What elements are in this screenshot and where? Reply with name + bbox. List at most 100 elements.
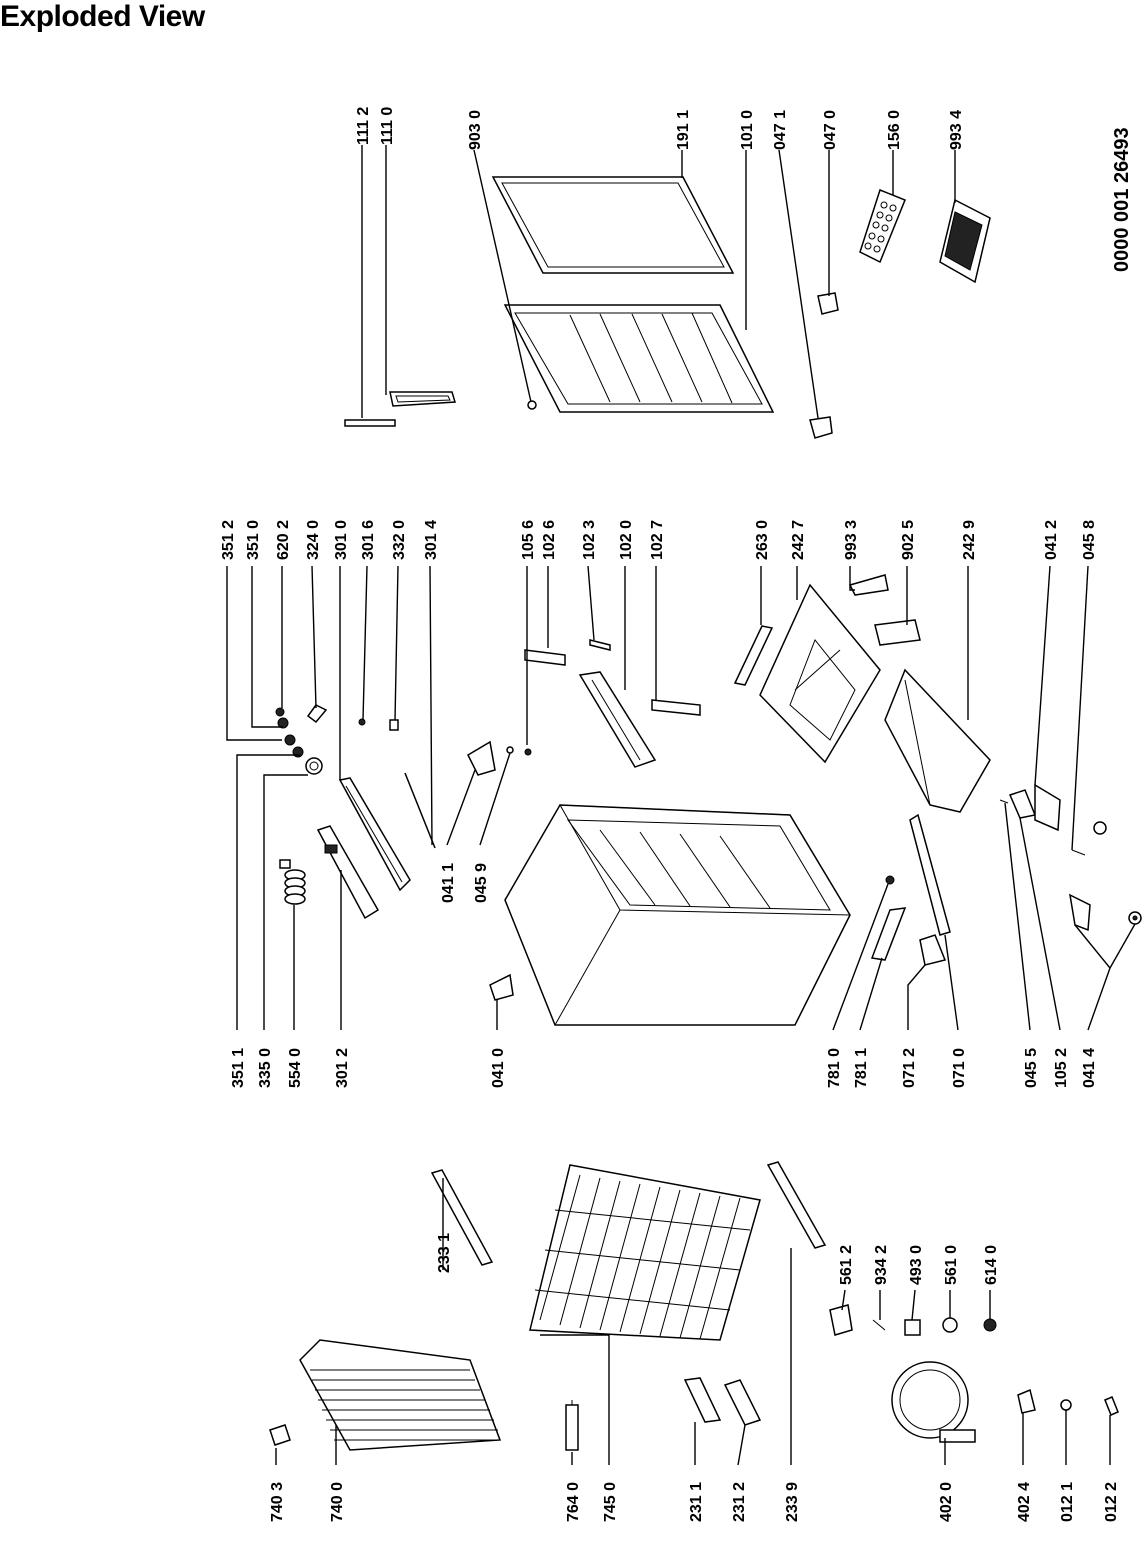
part-label: 191 1 — [675, 110, 692, 150]
door-gasket-part — [491, 176, 735, 274]
part-label: 041 4 — [1081, 1048, 1098, 1088]
part-label: 402 4 — [1016, 1482, 1033, 1522]
part-label: 045 9 — [473, 863, 490, 903]
part-label: 231 1 — [688, 1482, 705, 1522]
part-label: 993 4 — [948, 110, 965, 150]
part-label: 242 7 — [790, 520, 807, 560]
part-label: 301 0 — [333, 520, 350, 560]
leader-lines — [226, 145, 1136, 1466]
part-label: 324 0 — [305, 520, 322, 560]
part-label: 740 0 — [329, 1482, 346, 1522]
tray-rail-part — [766, 1161, 827, 1249]
part-label: 071 0 — [951, 1048, 968, 1088]
door-hinge-part — [809, 416, 833, 439]
vent-grille-part — [870, 875, 907, 961]
part-label: 781 1 — [853, 1048, 870, 1088]
filter-drier-part — [565, 1400, 579, 1451]
part-label: 781 0 — [826, 1048, 843, 1088]
compressor-part — [891, 1361, 976, 1443]
part-label: 493 0 — [908, 1245, 925, 1285]
part-label: 745 0 — [602, 1482, 619, 1522]
washer-part — [1104, 1396, 1119, 1416]
handle-part — [389, 391, 456, 407]
door-hinge-cap-part — [817, 292, 839, 315]
hinge-upper-part — [467, 740, 496, 776]
part-label: 301 4 — [423, 520, 440, 560]
part-label: 934 2 — [873, 1245, 890, 1285]
part-label: 740 3 — [269, 1482, 286, 1522]
part-label: 101 0 — [739, 110, 756, 150]
lamp-part — [306, 704, 328, 724]
part-label: 156 0 — [886, 110, 903, 150]
part-label: 045 5 — [1023, 1048, 1040, 1088]
capacitor-part — [983, 1318, 997, 1332]
damper-part — [1060, 1399, 1072, 1411]
part-label: 233 9 — [784, 1482, 801, 1522]
flap-part — [848, 574, 889, 596]
screw-part — [527, 400, 537, 410]
handle-rail-part — [430, 1169, 494, 1266]
part-label: 041 1 — [440, 863, 457, 903]
relay-part — [829, 1304, 853, 1336]
part-label: 263 0 — [754, 520, 771, 560]
base-rail-part — [909, 813, 951, 936]
compressor-mount-part — [1017, 1388, 1036, 1414]
part-label: 620 2 — [275, 520, 292, 560]
part-label: 902 5 — [900, 520, 917, 560]
small-fitting-part — [358, 718, 399, 731]
door-bracket-lower-part — [651, 699, 701, 716]
foot-screw-part — [1069, 893, 1142, 932]
part-label: 111 2 — [355, 107, 372, 145]
part-label: 105 6 — [520, 520, 537, 560]
part-label: 012 1 — [1059, 1482, 1076, 1522]
part-label: 233 1 — [436, 1233, 453, 1273]
drawer-upper-part — [759, 583, 881, 764]
pin-part — [506, 746, 532, 756]
cover-plate-part — [683, 1377, 722, 1423]
part-label: 301 6 — [360, 520, 377, 560]
drawer-lower-part — [884, 668, 991, 813]
part-labels: 111 2 111 0 903 0 191 1 101 0 047 1 047 … — [220, 107, 1133, 1522]
ice-tray-part — [859, 189, 906, 264]
part-label: 047 0 — [822, 110, 839, 150]
grommet-part — [942, 1317, 958, 1333]
foot-bracket-part — [999, 783, 1107, 856]
coil-clip-part — [269, 1424, 291, 1446]
part-label: 102 3 — [581, 520, 598, 560]
thermostat-housing-part — [316, 825, 380, 920]
control-panel-part — [338, 777, 411, 892]
cover-strip-part — [578, 671, 657, 768]
part-label: 993 3 — [843, 520, 860, 560]
part-label: 102 0 — [618, 520, 635, 560]
part-label: 402 0 — [938, 1482, 955, 1522]
document-number: 0000 001 26493 — [1111, 127, 1133, 272]
part-label: 351 2 — [220, 520, 237, 560]
part-label: 903 0 — [467, 110, 484, 150]
part-label: 554 0 — [287, 1048, 304, 1088]
part-label: 047 1 — [772, 110, 789, 150]
part-label: 041 2 — [1043, 520, 1060, 560]
part-label: 041 0 — [490, 1048, 507, 1088]
evaporator-shelves-part — [529, 1164, 761, 1341]
part-label: 102 7 — [649, 520, 666, 560]
part-label: 351 1 — [230, 1048, 247, 1088]
drawer-rail-part — [733, 625, 774, 686]
part-label: 561 2 — [838, 1245, 855, 1285]
part-label: 045 8 — [1081, 520, 1098, 560]
door-part — [503, 304, 775, 413]
part-label: 071 2 — [901, 1048, 918, 1088]
knob-stack-part — [275, 707, 323, 775]
part-label: 301 2 — [334, 1048, 351, 1088]
part-label: 242 9 — [961, 520, 978, 560]
hinge-lower-left-part — [489, 973, 514, 1001]
part-label: 105 2 — [1053, 1048, 1070, 1088]
rod-part — [404, 772, 436, 849]
part-label: 012 2 — [1103, 1482, 1120, 1522]
accessory-tray-part — [939, 198, 991, 284]
parts-layer — [269, 176, 1142, 1451]
spring-coil-part — [279, 859, 306, 905]
overload-protector-part — [904, 1319, 921, 1336]
part-label: 561 0 — [943, 1245, 960, 1285]
part-label: 351 0 — [245, 520, 262, 560]
